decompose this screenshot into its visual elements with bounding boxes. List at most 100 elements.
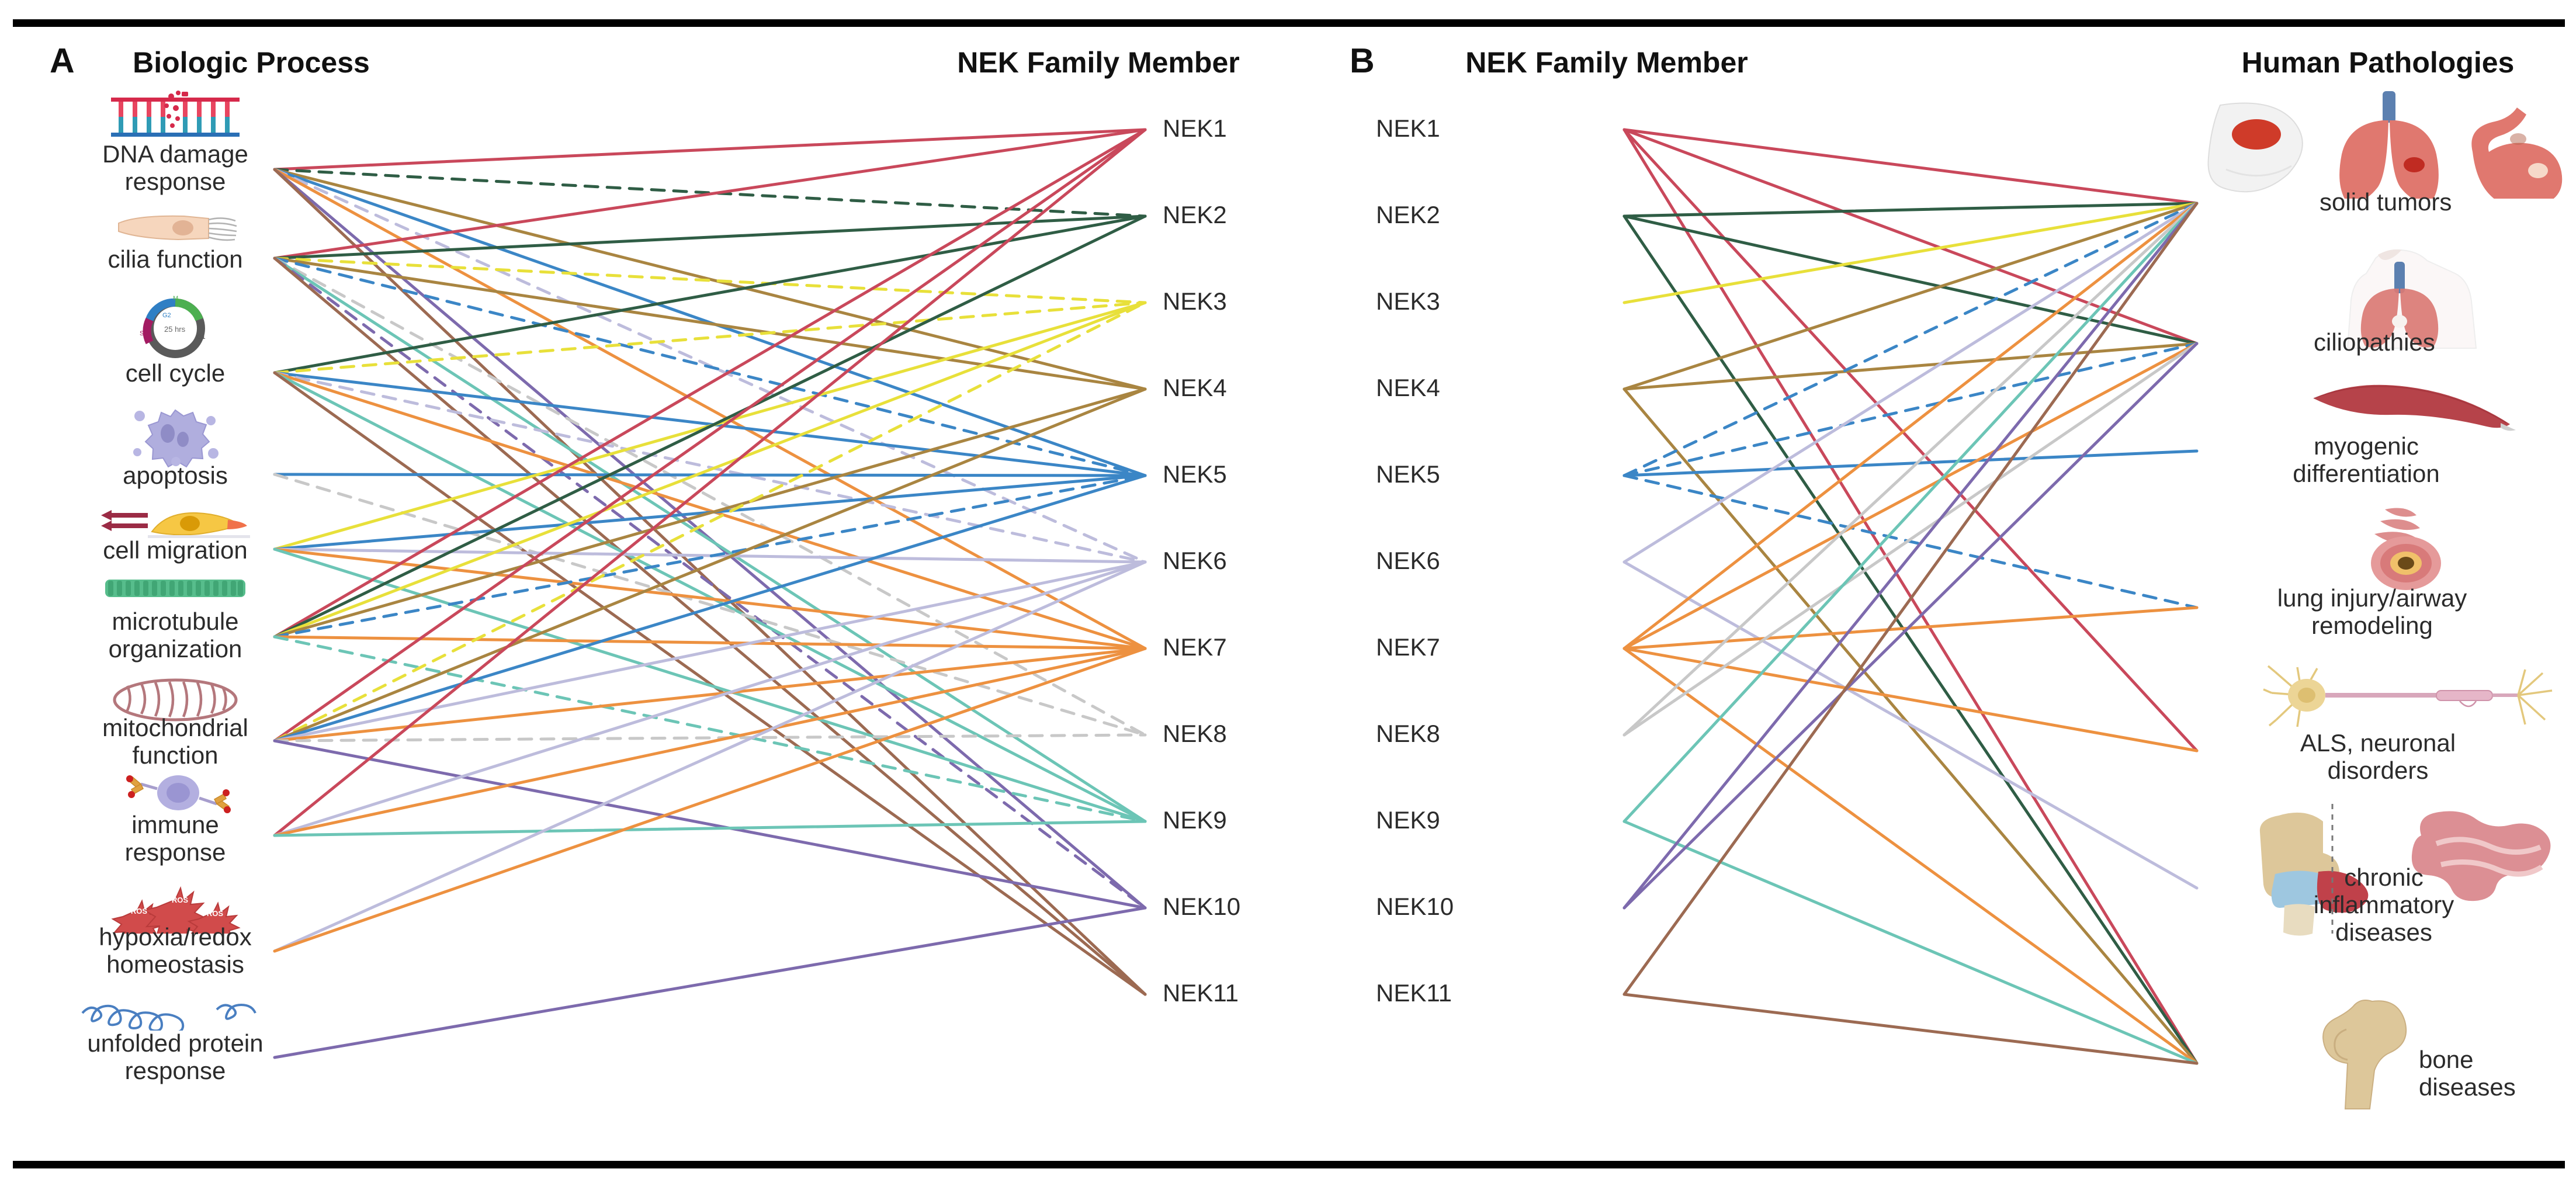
edge-nek10-to-ciliopathies	[1622, 342, 2199, 910]
path-label-ciliopathies: ciliopathies	[2314, 328, 2435, 356]
joint-intestine-icon	[2244, 802, 2559, 936]
edge-nek10-to-solid-tumors	[1622, 202, 2199, 910]
edge-microtubule-organization-to-nek3	[273, 301, 1147, 639]
edge-microtubule-organization-to-nek5	[273, 474, 1147, 639]
svg-text:S: S	[140, 330, 144, 337]
bio-label-immune-response: immune response	[124, 811, 226, 866]
bio-label-mitochondrial-function: mitochondrial function	[102, 714, 248, 769]
edge-hypoxia-redox-homeostasis-to-nek6	[273, 560, 1147, 953]
panel-a-node-nek7[interactable]: NEK7	[1163, 633, 1227, 661]
edge-unfolded-protein-response-to-nek10	[273, 906, 1147, 1059]
bio-label-cell-cycle: cell cycle	[125, 359, 226, 387]
edge-nek7-to-als-neuronal-disorders	[1622, 647, 2199, 752]
edge-nek3-to-solid-tumors	[1622, 202, 2199, 304]
edge-nek5-to-lung-injury-airway-remodeling	[1622, 474, 2199, 609]
panel-b-node-nek6[interactable]: NEK6	[1376, 547, 1440, 574]
edge-apoptosis-to-nek5	[273, 473, 1147, 477]
edge-cell-cycle-to-nek3	[273, 301, 1147, 374]
panel-b-edge-network	[1622, 128, 2199, 1065]
panel-b-node-nek4[interactable]: NEK4	[1376, 374, 1440, 401]
panel-a-node-nek6[interactable]: NEK6	[1163, 547, 1227, 574]
panel-b-node-nek7[interactable]: NEK7	[1376, 633, 1440, 661]
edge-microtubule-organization-to-nek9	[273, 635, 1147, 823]
bio-label-unfolded-protein-response: unfolded protein response	[87, 1029, 264, 1085]
edge-cilia-function-to-nek8	[273, 256, 1147, 737]
svg-text:G1: G1	[197, 334, 206, 341]
panel-b-letter: B	[1350, 41, 1375, 80]
edge-cell-cycle-to-nek9	[273, 371, 1147, 823]
edge-mitochondrial-function-to-nek3	[273, 301, 1147, 743]
path-label-als-neuronal-disorders: ALS, neuronal disorders	[2300, 729, 2456, 785]
edge-nek4-to-solid-tumors	[1622, 202, 2199, 391]
svg-text:ROS: ROS	[172, 896, 189, 904]
panel-b-node-nek10[interactable]: NEK10	[1376, 893, 1454, 920]
edge-nek8-to-solid-tumors	[1622, 202, 2199, 737]
edge-cilia-function-to-nek1	[273, 128, 1147, 260]
edge-cell-cycle-to-nek6	[273, 371, 1147, 564]
panel-a-right-heading: NEK Family Member	[957, 46, 1240, 79]
frame-bottom-rule	[13, 1161, 2565, 1168]
edge-mitochondrial-function-to-nek10	[273, 739, 1147, 910]
panel-a-node-nek3[interactable]: NEK3	[1163, 287, 1227, 315]
microtubule-icon	[102, 574, 248, 603]
edge-nek4-to-ciliopathies	[1622, 342, 2199, 391]
edge-nek5-to-ciliopathies	[1622, 342, 2199, 477]
edge-nek6-to-solid-tumors	[1622, 202, 2199, 564]
muscle-fiber-icon	[2308, 377, 2518, 433]
path-label-solid-tumors: solid tumors	[2320, 188, 2452, 216]
edge-cell-cycle-to-nek5	[273, 371, 1147, 477]
airway-cross-section-icon	[2349, 506, 2466, 594]
svg-text:M: M	[173, 295, 178, 302]
edge-mitochondrial-function-to-nek1	[273, 128, 1147, 743]
edge-dna-damage-response-to-nek4	[273, 168, 1147, 391]
femur-bone-icon	[2307, 993, 2418, 1110]
apoptotic-cell-icon	[126, 403, 225, 467]
panel-b: B NEK Family Member Human Pathologies NE…	[1274, 0, 2576, 1200]
panel-a-node-nek10[interactable]: NEK10	[1163, 893, 1241, 920]
edge-mitochondrial-function-to-nek5	[273, 474, 1147, 743]
panel-a-edge-network	[273, 128, 1147, 1059]
panel-b-node-nek2[interactable]: NEK2	[1376, 201, 1440, 228]
panel-a-node-nek8[interactable]: NEK8	[1163, 720, 1227, 747]
panel-b-node-nek8[interactable]: NEK8	[1376, 720, 1440, 747]
panel-b-node-nek11[interactable]: NEK11	[1376, 979, 1452, 1007]
edge-cell-cycle-to-nek2	[273, 214, 1147, 374]
edge-nek2-to-bone-diseases	[1622, 214, 2199, 1065]
bio-label-hypoxia-redox-homeostasis: hypoxia/redox homeostasis	[99, 923, 252, 979]
unfolded-protein-icon	[79, 990, 266, 1031]
dna-helix-icon	[108, 91, 242, 143]
ciliated-cell-icon	[114, 206, 240, 247]
panel-a-node-nek9[interactable]: NEK9	[1163, 806, 1227, 834]
edge-hypoxia-redox-homeostasis-to-nek7	[273, 647, 1147, 953]
panel-b-node-nek1[interactable]: NEK1	[1376, 115, 1440, 142]
panel-b-node-nek3[interactable]: NEK3	[1376, 287, 1440, 315]
migrating-cell-icon	[96, 504, 251, 544]
edge-mitochondrial-function-to-nek4	[273, 387, 1147, 743]
panel-b-right-heading: Human Pathologies	[2241, 46, 2515, 79]
edge-mitochondrial-function-to-nek7	[273, 647, 1147, 743]
mitochondrion-icon	[111, 677, 240, 723]
panel-a-node-nek4[interactable]: NEK4	[1163, 374, 1227, 401]
edge-nek11-to-bone-diseases	[1622, 993, 2199, 1065]
cell-cycle-ring-icon: G2 M S G1 25 hrs	[126, 292, 225, 365]
edge-immune-response-to-nek9	[273, 820, 1147, 837]
edge-nek5-to-myogenic-differentiation	[1622, 449, 2199, 477]
panel-a-node-nek5[interactable]: NEK5	[1163, 460, 1227, 488]
frame-top-rule	[13, 19, 2565, 27]
svg-text:ROS: ROS	[207, 909, 224, 918]
edge-nek7-to-lung-injury-airway-remodeling	[1622, 606, 2199, 650]
svg-text:G2: G2	[162, 312, 171, 319]
edge-cell-cycle-to-nek11	[273, 371, 1147, 996]
bio-label-dna-damage-response: DNA damage response	[102, 140, 248, 196]
panel-a-node-nek2[interactable]: NEK2	[1163, 201, 1227, 228]
edge-cilia-function-to-nek11	[273, 256, 1147, 996]
edge-microtubule-organization-to-nek1	[273, 128, 1147, 639]
panel-b-node-nek9[interactable]: NEK9	[1376, 806, 1440, 834]
edge-cilia-function-to-nek2	[273, 214, 1147, 260]
edge-immune-response-to-nek7	[273, 647, 1147, 837]
panel-b-node-nek5[interactable]: NEK5	[1376, 460, 1440, 488]
panel-a-node-nek11[interactable]: NEK11	[1163, 979, 1239, 1007]
path-label-chronic-inflammatory-diseases: chronic inflammatory diseases	[2313, 863, 2454, 946]
panel-a-node-nek1[interactable]: NEK1	[1163, 115, 1227, 142]
